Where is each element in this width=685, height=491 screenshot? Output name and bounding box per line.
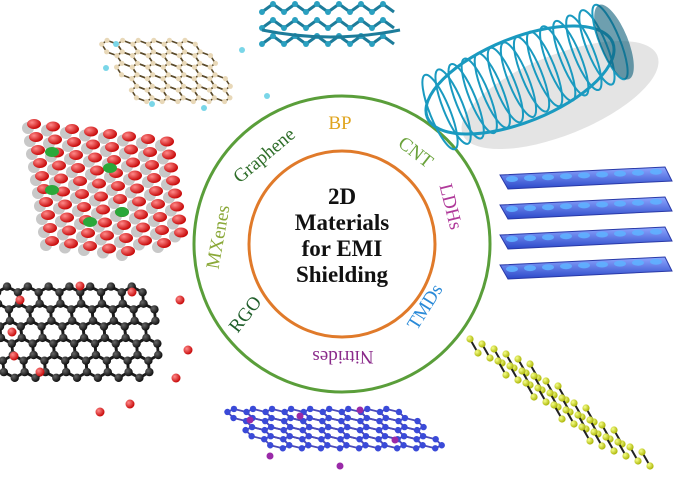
center-title: 2D Materials for EMI Shielding (262, 184, 422, 288)
mxene-structure-image (22, 119, 188, 261)
ring-label-ldhs: LDHs (435, 182, 467, 232)
ring-label-cnt: CNT (394, 133, 437, 173)
cnt-structure-image (421, 3, 659, 151)
nitride-structure-image (224, 405, 445, 470)
svg-text:Nitrides: Nitrides (312, 346, 373, 367)
outer-ring (192, 94, 492, 394)
inner-ring (247, 149, 437, 339)
ring-label-graphene: Graphene (229, 124, 299, 188)
rgo-structure-image (0, 281, 193, 417)
center-title-line-3: for EMI (301, 236, 383, 261)
ring-label-bp: BP (328, 113, 351, 134)
graphene-structure-image (99, 37, 270, 111)
ldh-structure-image (499, 166, 673, 280)
svg-text:MXenes: MXenes (203, 204, 235, 271)
svg-text:CNT: CNT (394, 133, 437, 173)
ring-label-rgo: RGO (225, 292, 266, 337)
svg-text:Graphene: Graphene (229, 124, 299, 188)
svg-text:LDHs: LDHs (435, 182, 467, 232)
ring-label-mxenes: MXenes (203, 204, 235, 271)
bp-structure-image (259, 1, 401, 47)
center-title-line-1: 2D (327, 184, 357, 209)
svg-text:RGO: RGO (225, 292, 266, 337)
tmd-structure-image (466, 335, 654, 470)
center-title-line-2: Materials (294, 210, 390, 235)
center-title-line-4: Shielding (295, 262, 389, 287)
svg-text:BP: BP (328, 113, 351, 134)
ring-label-nitrides: Nitrides (312, 346, 373, 367)
